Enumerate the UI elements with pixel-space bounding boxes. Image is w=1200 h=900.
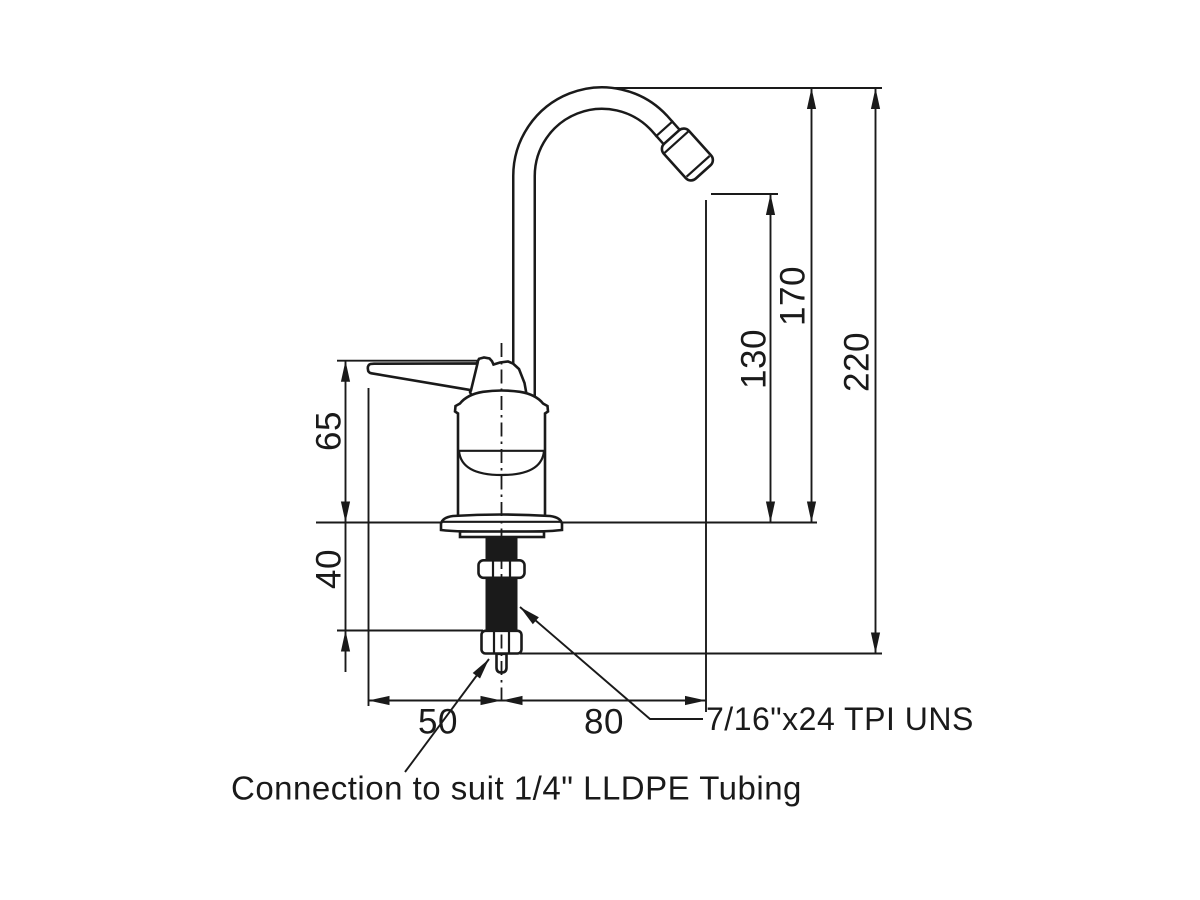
gooseneck-spout [512,86,682,412]
dimension-arrowheads [340,88,881,706]
arrowhead [806,88,817,109]
annotation-thread-spec: 7/16"x24 TPI UNS [706,701,974,737]
spout-tube-outer [512,86,682,412]
spout-tube-joint-line [654,119,674,138]
arrowhead [480,695,502,706]
aerator-face-line [685,155,711,178]
dimension-label-130: 130 [735,329,774,389]
spout-tube-inner [514,88,681,412]
leader-thread-spec [519,606,703,720]
faucet-outline [366,86,715,703]
arrowhead [340,630,351,652]
arrowhead [340,360,351,382]
aerator-body [660,127,715,182]
body-bowl-curve [457,450,546,477]
handle-lever [366,362,480,392]
annotation-tubing-note: Connection to suit 1/4" LLDPE Tubing [231,770,802,807]
dimension-label-65: 65 [310,411,349,451]
arrowhead [685,695,706,706]
dimension-label-220: 220 [838,332,877,392]
leader-arrowhead [520,607,539,625]
dimension-label-80: 80 [584,703,624,742]
spout-aerator-tip [660,127,715,182]
arrowhead [340,501,351,523]
dimension-labels: 65 40 130 170 220 50 80 7/16"x24 TPI UNS… [231,266,974,807]
arrowhead [870,88,881,109]
arrowhead [501,695,523,706]
leader-arrowhead [472,659,489,679]
arrowhead [765,501,776,523]
arrowhead [806,501,817,523]
arrowhead [368,695,390,706]
leader-tubing-note [404,658,490,773]
arrowhead [870,632,881,654]
arrowhead [765,194,776,215]
dimension-label-170: 170 [774,266,813,326]
handle [366,356,528,400]
dimension-label-50: 50 [418,703,458,742]
aerator-collar-line [663,130,690,155]
dimension-label-40: 40 [310,549,349,589]
dimension-lines [316,87,882,773]
